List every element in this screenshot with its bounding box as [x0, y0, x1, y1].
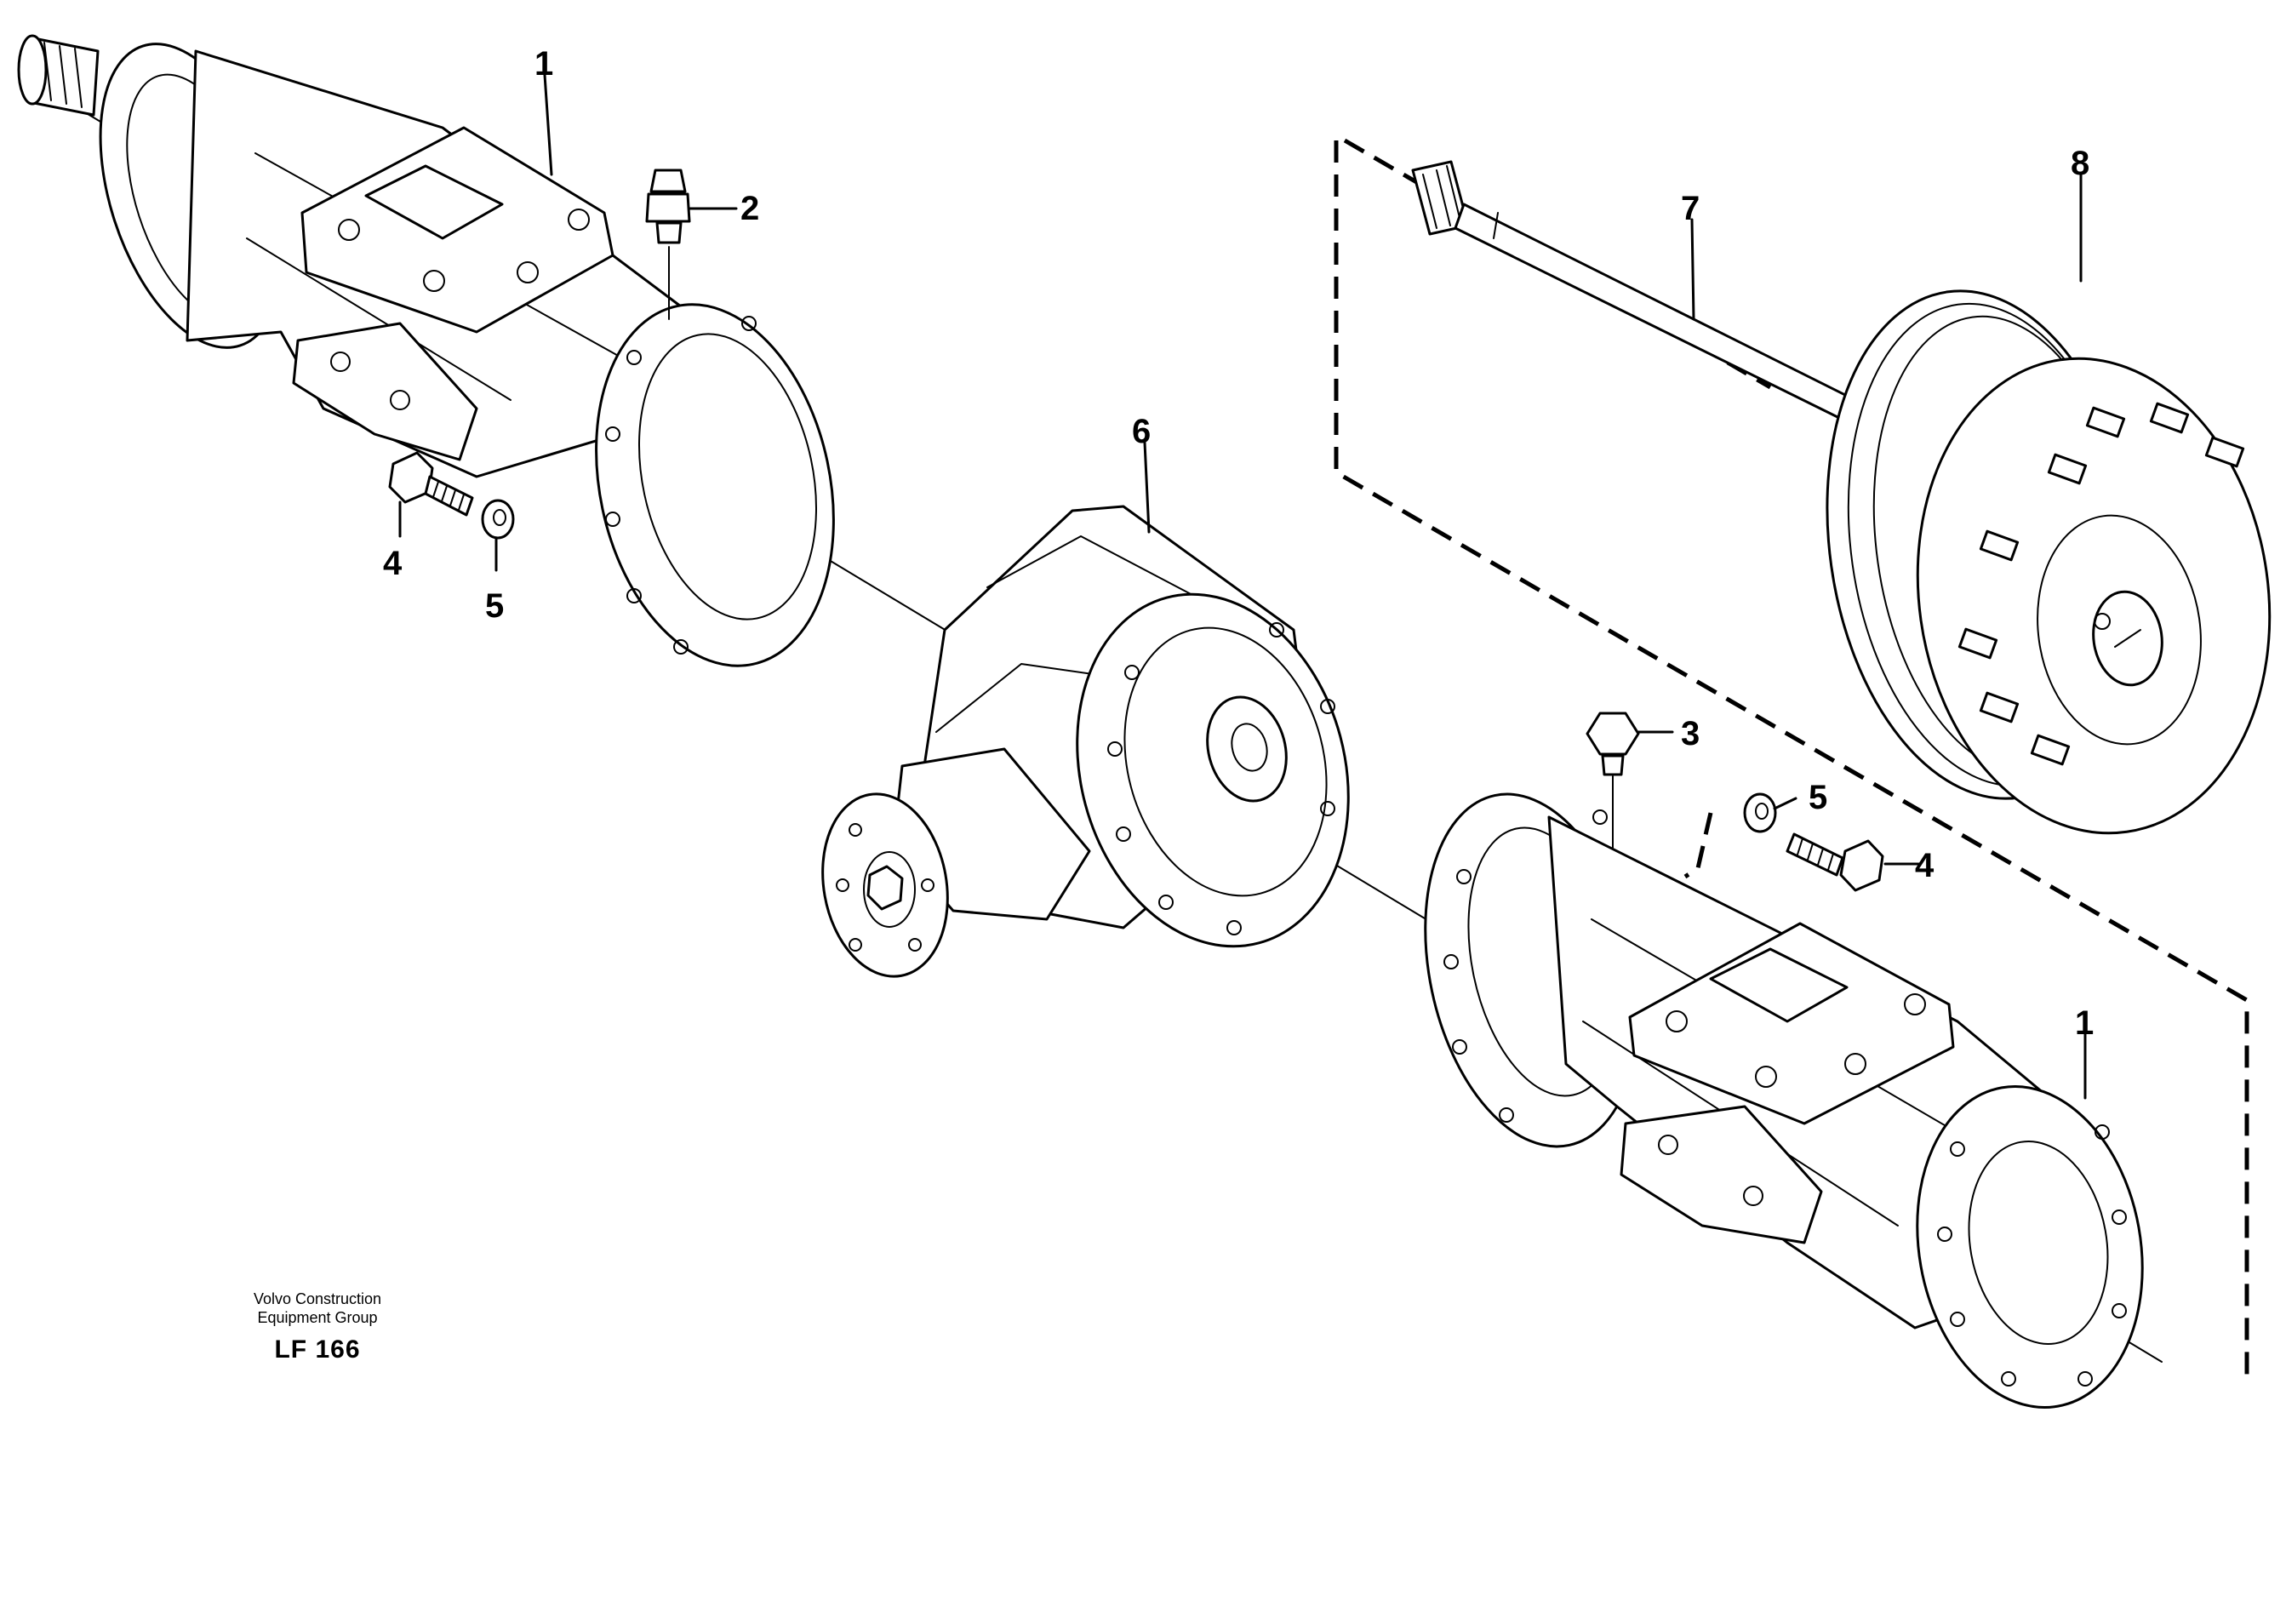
callout-7: 7 [1681, 190, 1700, 227]
callout-8: 8 [2071, 145, 2089, 182]
callout-5-right: 5 [1809, 779, 1827, 816]
drive-shaft [1411, 160, 1917, 453]
lock-washer-right [1743, 792, 1777, 833]
lock-washer-left [481, 499, 515, 540]
drawing-code: LF 166 [274, 1335, 361, 1364]
right-axle-housing [1424, 792, 2144, 1409]
callout-4-left: 4 [383, 545, 403, 582]
callout-6: 6 [1132, 413, 1151, 450]
callout-5-left: 5 [485, 587, 504, 625]
differential-carrier [821, 505, 1350, 978]
company-name-line1: Volvo Construction [253, 1290, 382, 1307]
callout-labels: 1 2 4 5 6 7 8 3 5 4 1 [383, 45, 2094, 1042]
bolt-right [1786, 832, 1884, 892]
wheel-studs [1957, 402, 2245, 766]
callout-1-right: 1 [2075, 1004, 2094, 1042]
wheel-hub-assembly [1826, 289, 2272, 835]
left-axle-housing [17, 34, 835, 667]
callout-4-right: 4 [1915, 847, 1935, 884]
drain-plug [1586, 712, 1640, 899]
callout-3: 3 [1681, 715, 1700, 752]
leader-lines [398, 73, 2087, 1100]
drawing-footer: Volvo Construction Equipment Group LF 16… [228, 1289, 407, 1364]
bolt-left [388, 451, 474, 517]
breather-valve [645, 169, 691, 320]
callout-2: 2 [740, 190, 759, 227]
company-name-line2: Equipment Group [257, 1309, 378, 1326]
callout-1-left: 1 [534, 45, 553, 83]
